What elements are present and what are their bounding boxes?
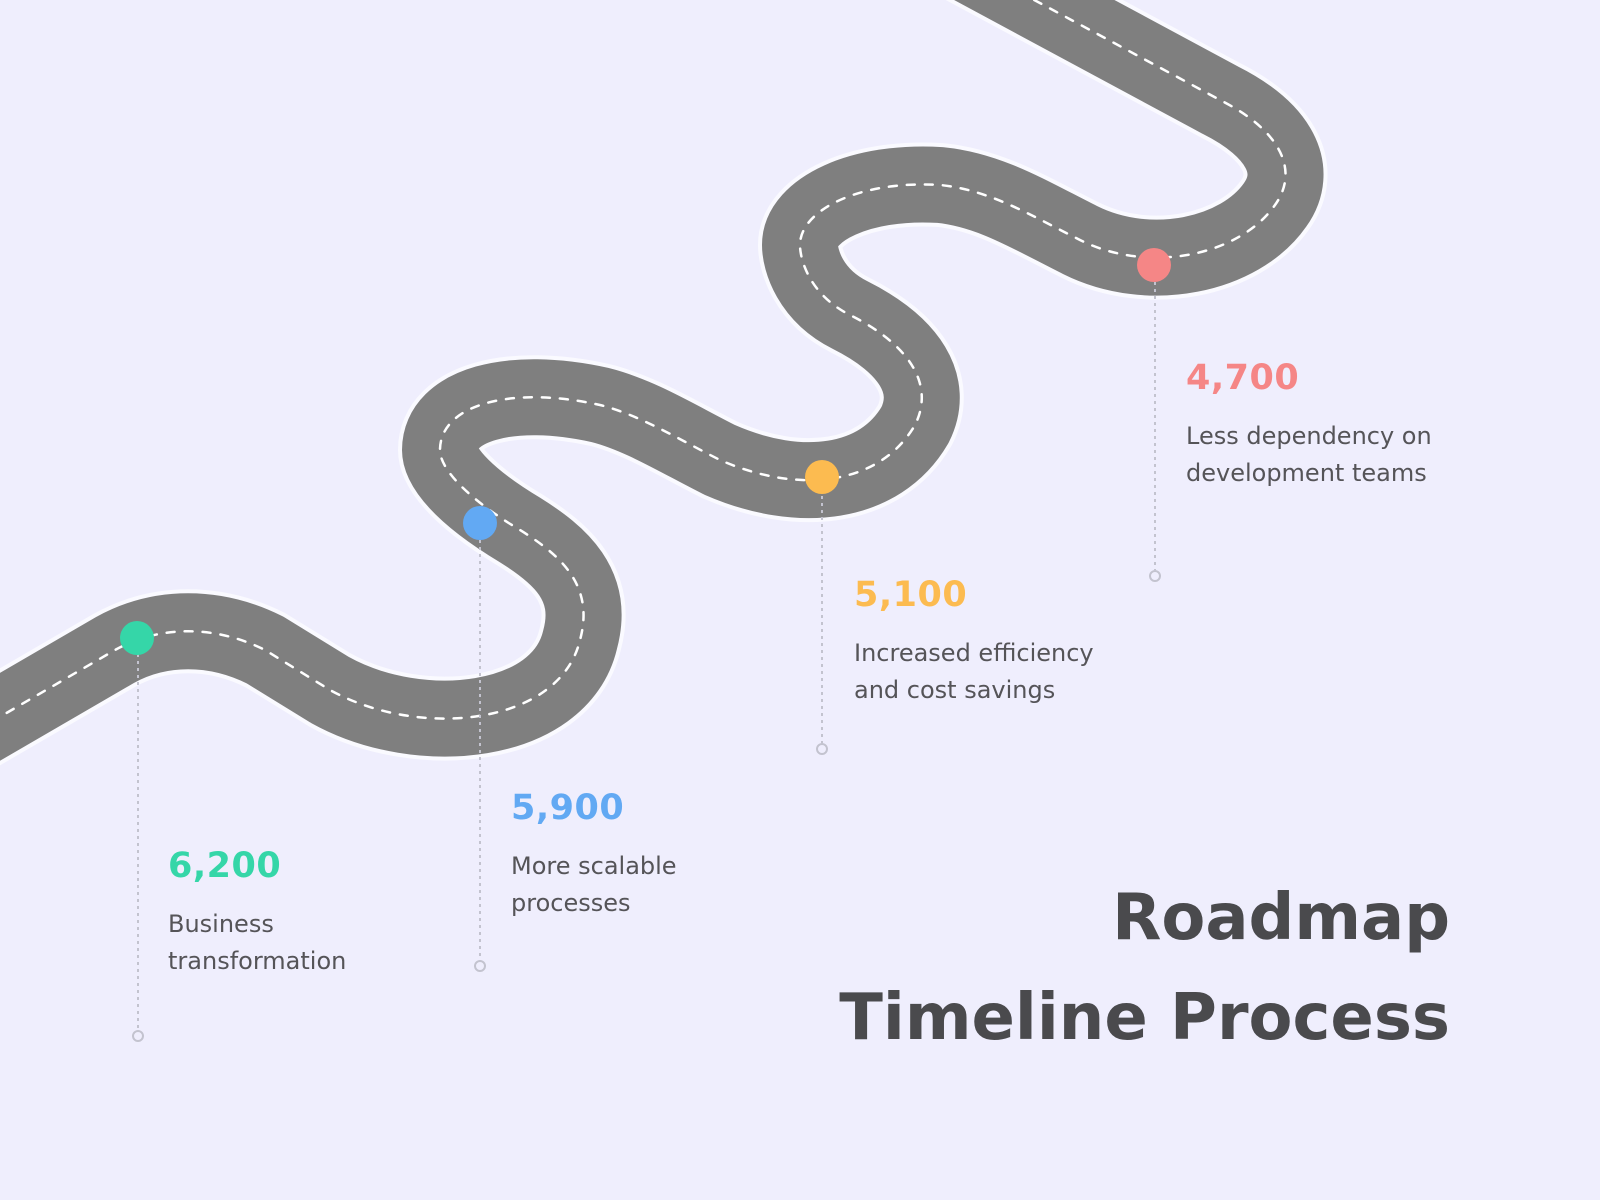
milestone-marker-1[interactable] — [120, 621, 154, 655]
page-title: Roadmap Timeline Process — [839, 868, 1450, 1068]
milestone-value-3: 5,100 — [854, 575, 968, 615]
page-title-line-1: Roadmap — [1112, 881, 1450, 955]
milestone-desc-4-line-2: development teams — [1186, 459, 1427, 487]
milestone-4: 4,700 Less dependency on development tea… — [1186, 358, 1432, 492]
milestone-desc-1-line-1: Business — [168, 910, 274, 938]
connector-lines — [132, 275, 1161, 1042]
connector-end-4 — [1149, 570, 1161, 582]
milestone-2: 5,900 More scalable processes — [511, 788, 677, 922]
milestone-marker-2[interactable] — [463, 506, 497, 540]
milestone-desc-3-line-2: and cost savings — [854, 676, 1056, 704]
milestone-desc-2-line-1: More scalable — [511, 852, 677, 880]
connector-end-2 — [474, 960, 486, 972]
milestone-3: 5,100 Increased efficiency and cost savi… — [854, 575, 1094, 709]
milestone-desc-3: Increased efficiency and cost savings — [854, 635, 1094, 709]
milestone-1: 6,200 Business transformation — [168, 846, 346, 980]
milestone-desc-4: Less dependency on development teams — [1186, 418, 1432, 492]
milestone-desc-3-line-1: Increased efficiency — [854, 639, 1094, 667]
milestone-desc-1: Business transformation — [168, 906, 346, 980]
page-title-line-2: Timeline Process — [839, 981, 1450, 1055]
milestone-marker-4[interactable] — [1137, 248, 1171, 282]
connector-end-1 — [132, 1030, 144, 1042]
milestone-desc-2: More scalable processes — [511, 848, 677, 922]
milestone-desc-1-line-2: transformation — [168, 947, 347, 975]
milestone-marker-3[interactable] — [805, 460, 839, 494]
milestone-desc-4-line-1: Less dependency on — [1186, 422, 1432, 450]
milestone-value-4: 4,700 — [1186, 358, 1300, 398]
connector-end-3 — [816, 743, 828, 755]
milestone-desc-2-line-2: processes — [511, 889, 631, 917]
road-lane-marking — [0, 0, 1287, 720]
milestone-value-2: 5,900 — [511, 788, 625, 828]
milestone-value-1: 6,200 — [168, 846, 282, 886]
